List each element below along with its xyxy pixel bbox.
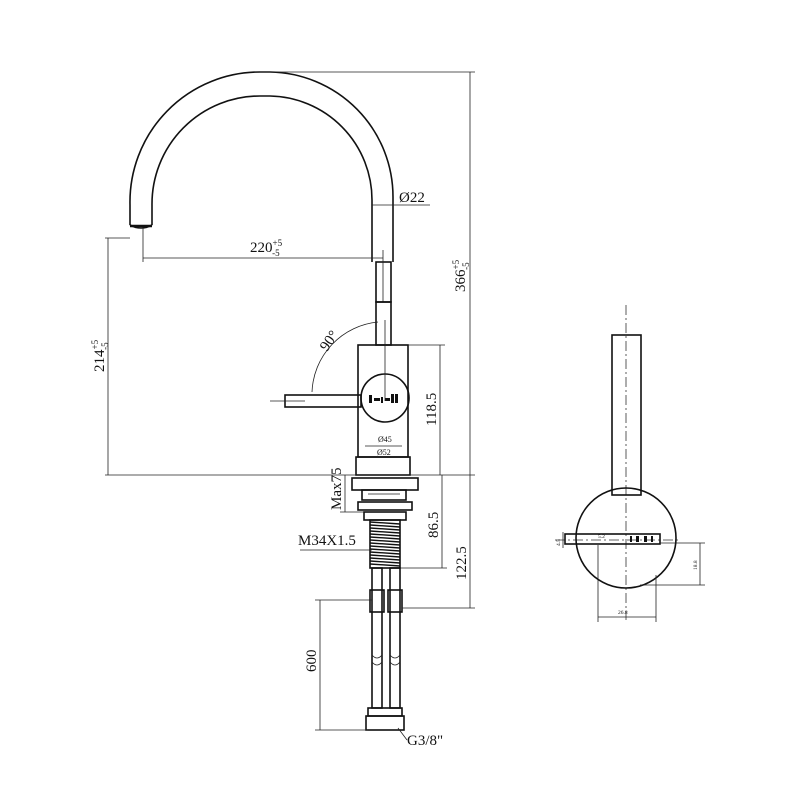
thread-line <box>369 545 401 549</box>
thread-line <box>369 563 401 567</box>
front-stem <box>611 334 642 496</box>
body-dia-upper-label: Ø45 <box>378 435 392 444</box>
thread-line <box>369 554 401 558</box>
thread-line <box>369 536 401 540</box>
connector-label: G3/8" <box>407 733 443 749</box>
front-handle-disc <box>575 487 677 589</box>
spout-stem <box>375 261 392 303</box>
threaded-shank <box>369 519 401 569</box>
thread-line <box>369 548 401 552</box>
thread-line <box>369 530 401 534</box>
spout-diameter-label: Ø22 <box>399 190 425 206</box>
handle-hub-marking <box>369 394 398 403</box>
max-counter-label: Max75 <box>329 468 345 511</box>
front-left-dim-label: 4.5 <box>556 539 562 546</box>
clearance-label: 214+5-5 <box>90 339 110 372</box>
thread-line <box>369 542 401 546</box>
body-upper-rod <box>375 301 392 346</box>
supply-hoses <box>365 567 405 731</box>
front-lever <box>564 533 661 545</box>
base-ring <box>355 456 411 476</box>
thread-line <box>369 521 401 525</box>
lever-angle-arc <box>311 321 379 393</box>
thread-line <box>369 533 401 537</box>
spout-inner-edge <box>151 95 373 262</box>
mount-clamp <box>363 511 407 521</box>
lever-angle-label: 90° <box>317 328 342 354</box>
spout-outer-edge <box>129 71 394 262</box>
thread-label: M34X1.5 <box>298 533 356 549</box>
body-dia-base-label: Ø52 <box>377 448 391 457</box>
thread-line <box>369 539 401 543</box>
thread-line <box>369 527 401 531</box>
front-lever-marking <box>630 536 653 542</box>
body-height-label: 118.5 <box>424 393 440 426</box>
front-small-mark: 5.2 <box>598 534 605 540</box>
thread-line <box>369 524 401 528</box>
side-view: Ø22 90° Ø45 Ø52 <box>90 71 475 749</box>
mount-plate <box>357 501 413 511</box>
front-width-label: 26.8 <box>618 610 628 616</box>
thread-line <box>369 557 401 561</box>
connector-leader <box>397 727 408 741</box>
front-height-label: 18.8 <box>693 560 699 570</box>
mount-nut <box>351 477 419 491</box>
spout-reach-label: 220+5-5 <box>250 238 283 258</box>
hose-length-label: 600 <box>304 650 320 673</box>
mount-washer <box>361 489 407 501</box>
thread-line <box>369 560 401 564</box>
shank-length-label: 86.5 <box>426 512 442 538</box>
spout-height-label: 366+5-5 <box>451 259 471 292</box>
thread-line <box>369 551 401 555</box>
total-below-label: 122.5 <box>454 546 470 580</box>
front-view: 4.5 5.2 18.8 26.8 <box>555 305 705 622</box>
